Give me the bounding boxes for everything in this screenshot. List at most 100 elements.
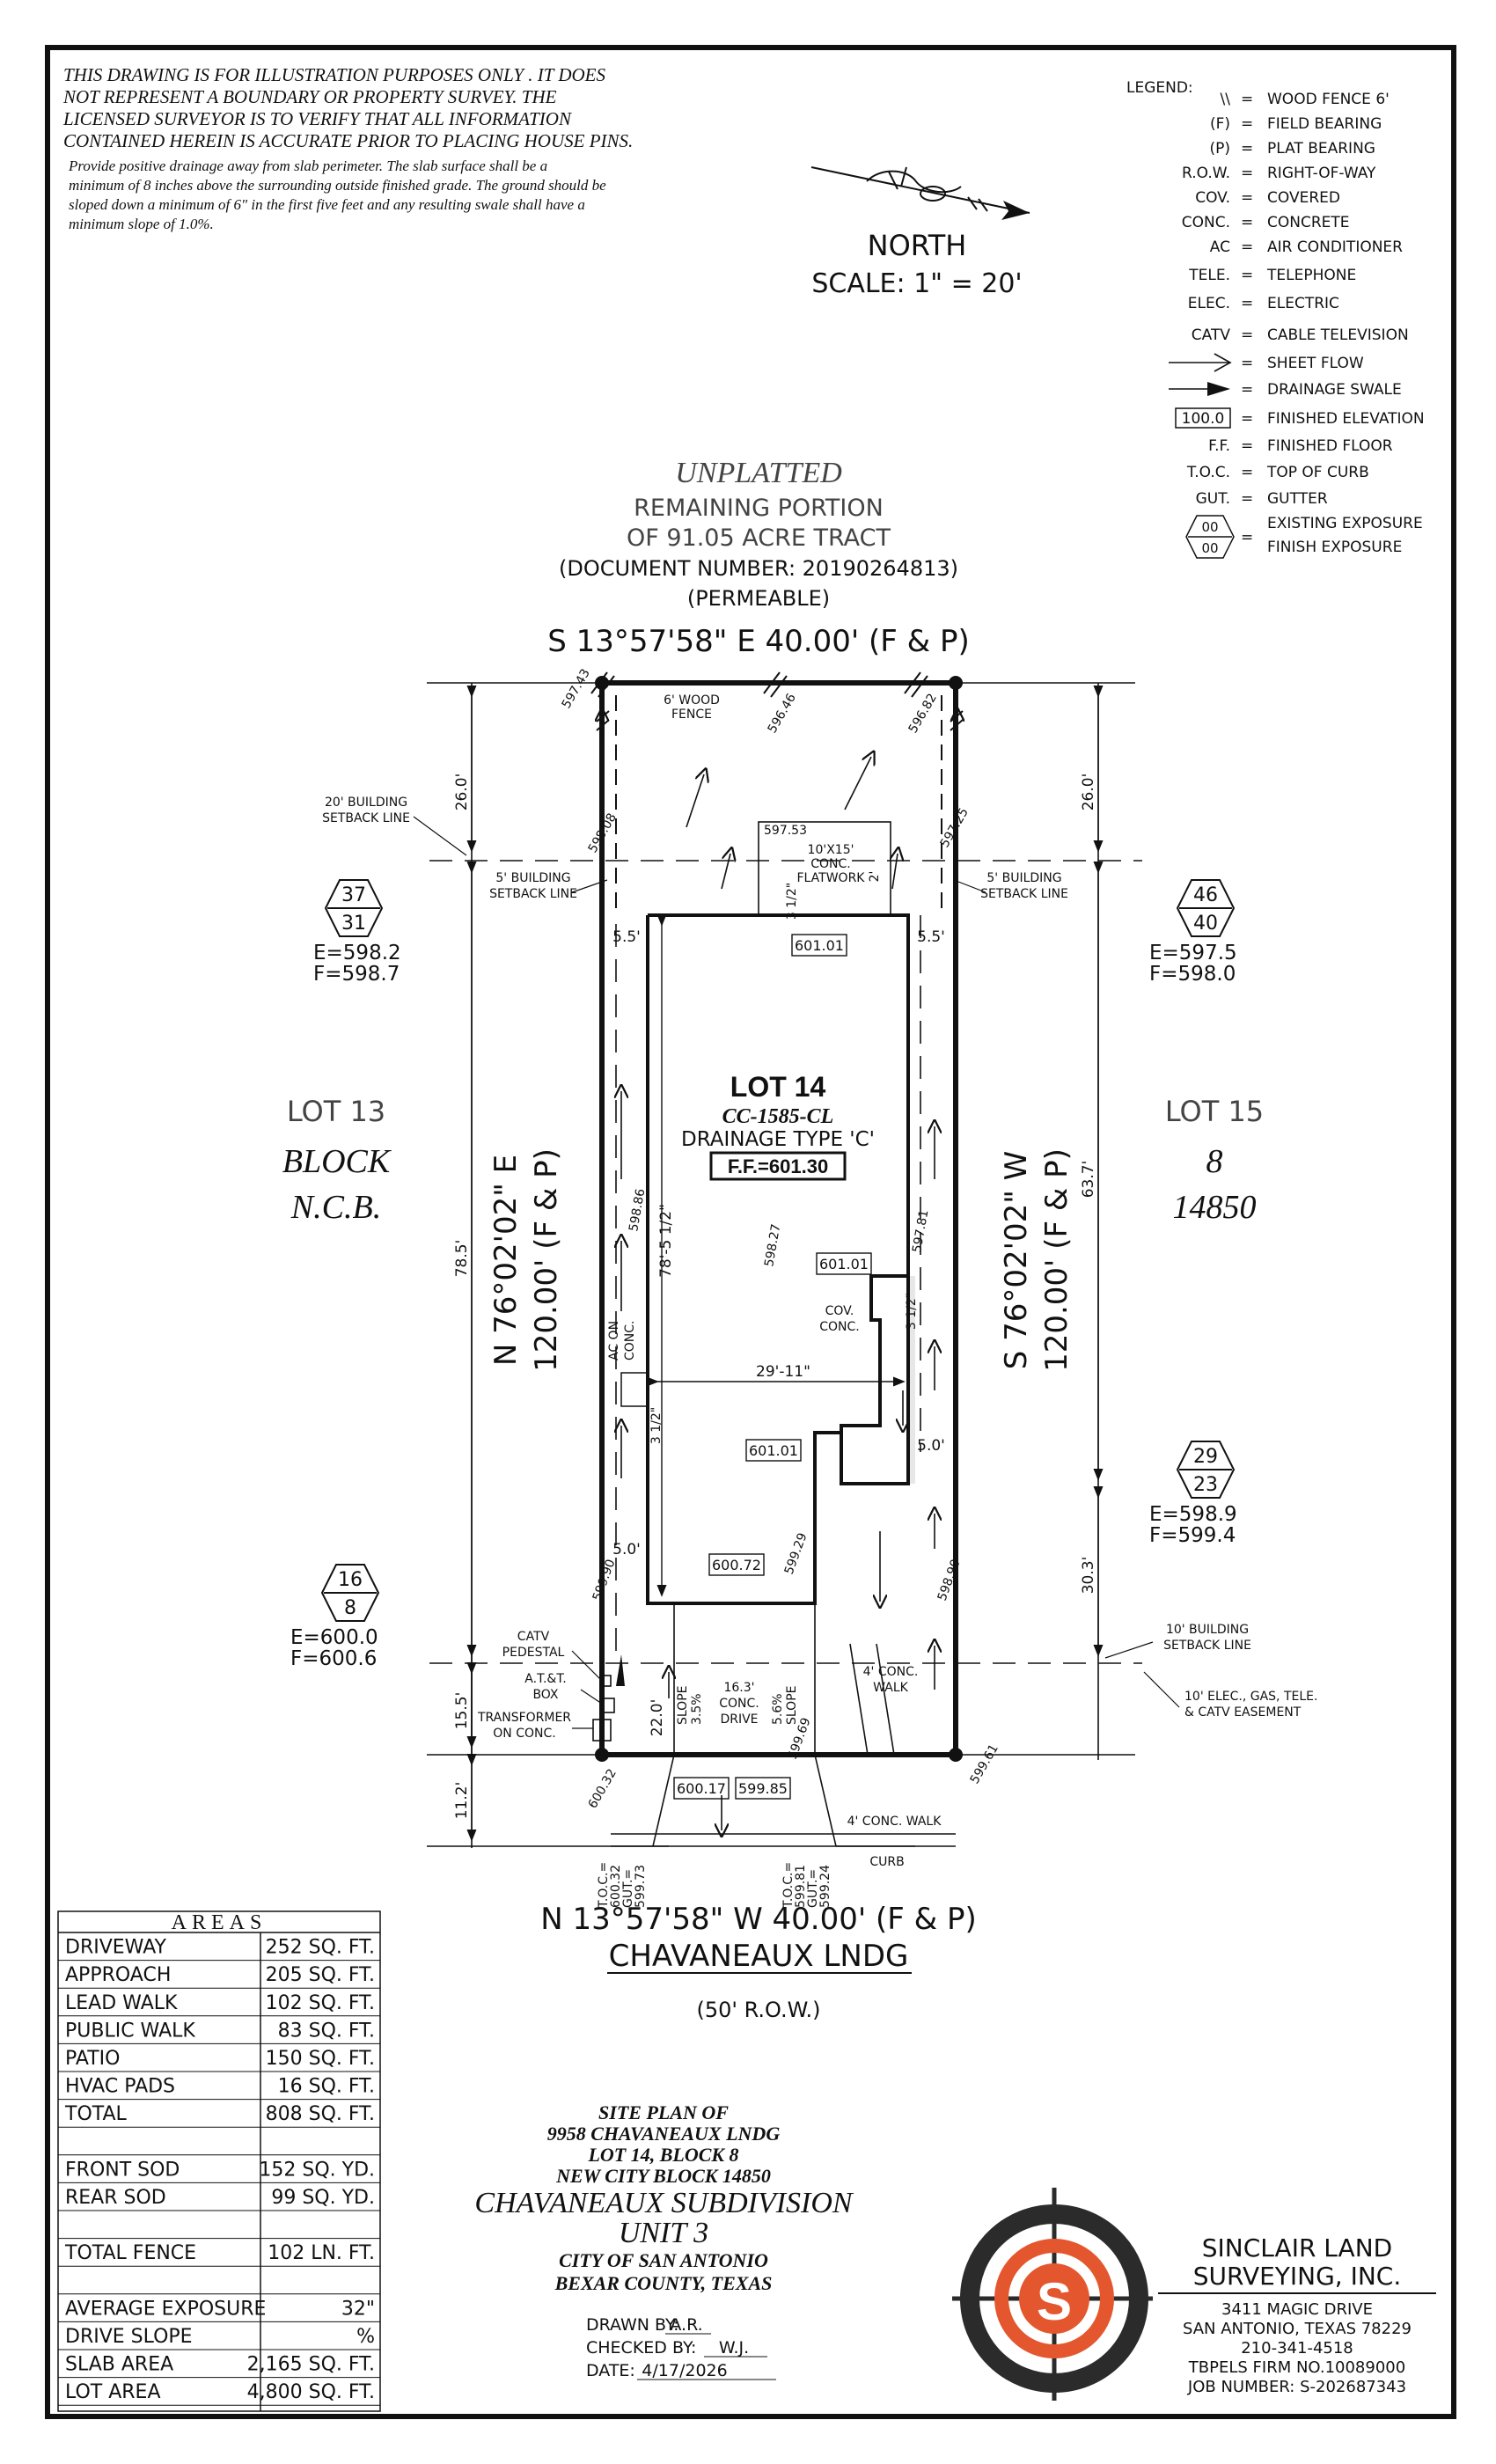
toc-label: 599.81 bbox=[794, 1865, 808, 1908]
exposure-hexagon-icon bbox=[1176, 1441, 1236, 1499]
area-label: SLAB AREA bbox=[65, 2354, 173, 2376]
legend-symbol: (P) bbox=[1209, 140, 1230, 158]
svg-text:=: = bbox=[1241, 238, 1253, 256]
toc-label: 599.24 bbox=[818, 1865, 832, 1908]
legend-text: PLAT BEARING bbox=[1267, 140, 1375, 158]
legend-row: R.O.W.=RIGHT-OF-WAY bbox=[1182, 165, 1376, 182]
area-value: 102 SQ. FT. bbox=[266, 1992, 375, 2014]
finished-elevation: 601.01 bbox=[749, 1442, 798, 1459]
toc-label: 600.32 bbox=[609, 1865, 623, 1908]
svg-text:=: = bbox=[1241, 490, 1253, 508]
area-value: % bbox=[356, 2326, 375, 2348]
drawn-value: A.R. bbox=[670, 2315, 702, 2335]
area-value: 152 SQ. YD. bbox=[259, 2159, 375, 2181]
slope-label: SLOPE bbox=[785, 1686, 799, 1726]
title-line: SITE PLAN OF bbox=[598, 2101, 729, 2123]
area-label: LOT AREA bbox=[65, 2381, 161, 2403]
sheet-border bbox=[45, 45, 1456, 2419]
company-logo: S bbox=[952, 2188, 1153, 2401]
toc-label: GUT.= bbox=[621, 1869, 635, 1908]
legend-symbol: CATV bbox=[1192, 326, 1231, 344]
area-label: DRIVEWAY bbox=[65, 1937, 167, 1959]
spot-elevation: 596.82 bbox=[906, 692, 940, 736]
svg-text:16: 16 bbox=[338, 1569, 363, 1591]
legend-symbol: 00 bbox=[1201, 519, 1218, 535]
finished-elevation: 600.72 bbox=[712, 1557, 761, 1573]
att-label: A.T.&T. bbox=[524, 1672, 566, 1686]
fence-label: 6' WOOD bbox=[664, 693, 720, 708]
slope-label: SLOPE bbox=[676, 1686, 690, 1726]
legend-text: CABLE TELEVISION bbox=[1267, 326, 1409, 344]
disclaimer-line: CONTAINED HEREIN IS ACCURATE PRIOR TO PL… bbox=[63, 130, 633, 151]
area-label: TOTAL bbox=[64, 2103, 128, 2125]
legend-symbol: CONC. bbox=[1182, 214, 1230, 231]
lot-14-labels: LOT 14 CC-1585-CL DRAINAGE TYPE 'C' F.F.… bbox=[681, 1071, 875, 1181]
conc-flatwork bbox=[758, 821, 891, 916]
legend-text: FINISHED FLOOR bbox=[1267, 437, 1393, 455]
spot-elevation: 598.90 bbox=[935, 1558, 964, 1603]
conc-walk-label: 4' CONC. WALK bbox=[847, 1815, 942, 1829]
setback5-right-label: SETBACK LINE bbox=[980, 887, 1068, 901]
svg-text:=: = bbox=[1241, 355, 1253, 372]
legend-text: EXISTING EXPOSURE bbox=[1267, 515, 1423, 532]
dim-text: 29'-11" bbox=[756, 1363, 810, 1381]
setback10-label: SETBACK LINE bbox=[1163, 1639, 1251, 1653]
catv-label: CATV bbox=[517, 1630, 550, 1644]
transformer bbox=[592, 1719, 612, 1742]
legend-title: LEGEND: bbox=[1126, 79, 1193, 97]
areas-title: AREAS bbox=[172, 1911, 268, 1934]
street-row: (50' R.O.W.) bbox=[696, 1998, 820, 2022]
company-info: SINCLAIR LAND SURVEYING, INC. 3411 MAGIC… bbox=[1158, 2233, 1436, 2396]
ac-pad bbox=[620, 1372, 649, 1407]
area-value: 4,800 SQ. FT. bbox=[247, 2381, 375, 2403]
area-value: 32" bbox=[341, 2298, 375, 2320]
setback5-left-label: SETBACK LINE bbox=[489, 887, 577, 901]
svg-text:37: 37 bbox=[341, 884, 366, 906]
sheet-flow-arrow-icon bbox=[1214, 353, 1232, 372]
transformer-label: TRANSFORMER bbox=[477, 1711, 571, 1725]
legend-symbol: R.O.W. bbox=[1182, 165, 1230, 182]
legend-text: CONCRETE bbox=[1267, 214, 1350, 231]
dim-text: 78.5' bbox=[453, 1240, 471, 1278]
legend-text: FIELD BEARING bbox=[1267, 115, 1382, 133]
flatwork-label: FLATWORK bbox=[797, 871, 866, 885]
exposure-hexagon-icon bbox=[324, 879, 384, 937]
sheet-flow-arrows bbox=[602, 715, 957, 1830]
drive-label: 16.3' bbox=[723, 1681, 754, 1695]
block-label: BLOCK bbox=[282, 1143, 392, 1180]
legend-text: DRAINAGE SWALE bbox=[1267, 381, 1402, 399]
north-label: NORTH bbox=[868, 229, 967, 262]
legend-row: CONC.=CONCRETE bbox=[1182, 214, 1350, 231]
legend-row: COV.=COVERED bbox=[1195, 189, 1340, 207]
svg-text:F=599.4: F=599.4 bbox=[1149, 1524, 1236, 1547]
plan-number: CC-1585-CL bbox=[722, 1105, 834, 1128]
area-label: LEAD WALK bbox=[65, 1992, 178, 2014]
legend-row: \\=WOOD FENCE 6' bbox=[1221, 91, 1390, 108]
svg-text:=: = bbox=[1241, 189, 1253, 207]
side-walk-label: WALK bbox=[873, 1681, 908, 1695]
subdivision-title: CHAVANEAUX SUBDIVISION bbox=[474, 2187, 854, 2219]
lot-title: LOT 14 bbox=[730, 1071, 826, 1103]
company-address: 3411 MAGIC DRIVE bbox=[1221, 2300, 1373, 2319]
toc-label: T.O.C.= bbox=[597, 1862, 611, 1909]
exposure-hexagon-icon bbox=[1176, 879, 1236, 937]
svg-text:=: = bbox=[1241, 529, 1253, 546]
svg-text:=: = bbox=[1241, 267, 1253, 284]
east-bearing: S 76°02'02" W bbox=[999, 1151, 1034, 1370]
area-value: 83 SQ. FT. bbox=[278, 2020, 375, 2042]
flatwork-label: 10'X15' bbox=[808, 843, 854, 857]
svg-text:31: 31 bbox=[341, 913, 366, 935]
curb-label: CURB bbox=[869, 1855, 904, 1869]
property-pin-icon bbox=[595, 1748, 609, 1762]
street-name: CHAVANEAUX LNDG bbox=[609, 1939, 909, 1974]
east-distance: 120.00' (F & P) bbox=[1039, 1148, 1074, 1372]
dim-text: 63.7' bbox=[1080, 1161, 1097, 1199]
unit-title: UNIT 3 bbox=[619, 2217, 708, 2249]
dim-text: 30.3' bbox=[1080, 1557, 1097, 1595]
legend-row: 100.0 =FINISHED ELEVATION bbox=[1175, 407, 1425, 429]
dim-text: 5.0' bbox=[612, 1541, 641, 1558]
svg-text:23: 23 bbox=[1193, 1474, 1218, 1496]
legend-text: FINISHED ELEVATION bbox=[1267, 410, 1425, 428]
job-number: JOB NUMBER: S-202687343 bbox=[1187, 2378, 1406, 2396]
finished-elevation: 601.01 bbox=[819, 1256, 869, 1272]
